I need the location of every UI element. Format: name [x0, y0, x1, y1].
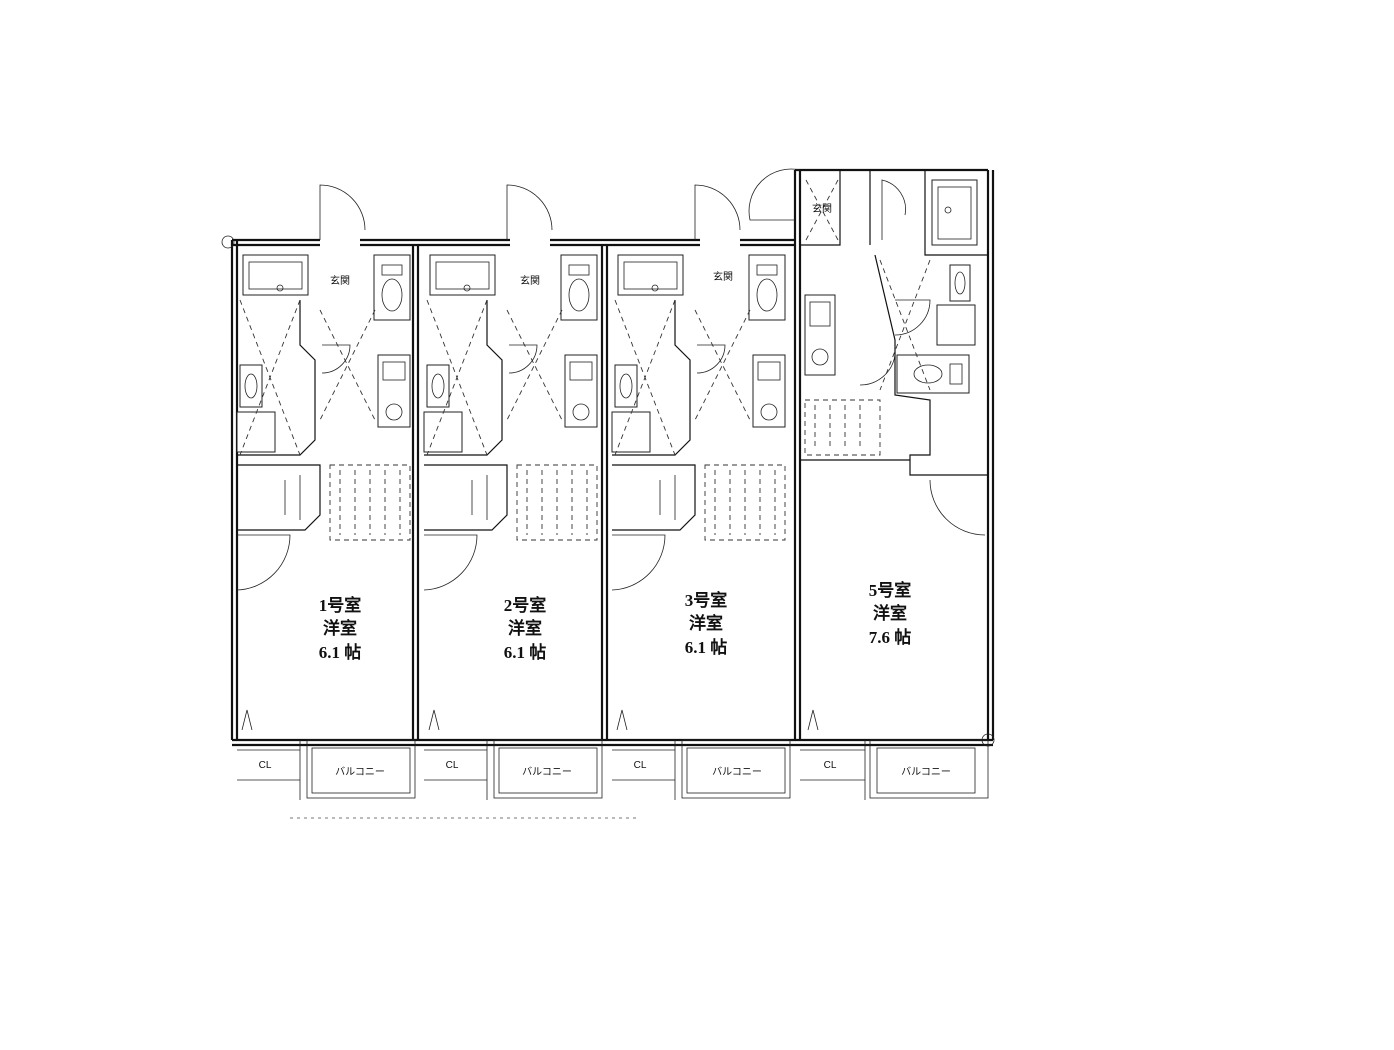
- room-number: 5号室: [869, 580, 912, 600]
- room-size: 6.1 帖: [685, 637, 728, 657]
- balcony-area: [876, 747, 976, 794]
- room-size: 6.1 帖: [504, 642, 547, 662]
- washer-icon: [423, 411, 463, 453]
- room-type: 洋室: [873, 603, 907, 623]
- unit-2-interior: [423, 184, 603, 800]
- room-type: 洋室: [323, 618, 357, 638]
- balcony-label: バルコニー: [335, 766, 385, 778]
- toilet-icon: [560, 254, 598, 321]
- room-label-unit-3: 3号室 洋室 6.1 帖: [685, 590, 728, 657]
- washbasin-icon: [239, 364, 263, 408]
- closet-label: CL: [824, 760, 837, 771]
- balcony-area: [686, 747, 786, 794]
- entrance-label: 玄関: [812, 202, 832, 215]
- washer-icon: [936, 304, 976, 346]
- washer-icon: [236, 411, 276, 453]
- entrance-label: 玄関: [330, 274, 350, 287]
- unit-1-interior: [236, 184, 416, 800]
- balcony-label: バルコニー: [901, 766, 951, 778]
- room-number: 3号室: [685, 590, 728, 610]
- room-number: 1号室: [319, 595, 362, 615]
- closet-label: CL: [634, 760, 647, 771]
- unit-5-interior: [748, 168, 989, 800]
- balcony-area: [311, 747, 411, 794]
- bathtub-icon: [931, 179, 978, 246]
- washbasin-icon: [614, 364, 638, 408]
- toilet-icon: [896, 354, 970, 394]
- closet-label: CL: [446, 760, 459, 771]
- kitchen-sink-icon: [804, 294, 836, 376]
- room-number: 2号室: [504, 595, 547, 615]
- toilet-icon: [373, 254, 411, 321]
- washbasin-icon: [426, 364, 450, 408]
- room-label-unit-2: 2号室 洋室 6.1 帖: [504, 595, 547, 662]
- room-type: 洋室: [689, 613, 723, 633]
- closet-label: CL: [259, 760, 272, 771]
- room-size: 7.6 帖: [869, 627, 912, 647]
- washbasin-icon: [949, 264, 971, 302]
- balcony-label: バルコニー: [522, 766, 572, 778]
- room-label-unit-5: 5号室 洋室 7.6 帖: [869, 580, 912, 647]
- washer-icon: [611, 411, 651, 453]
- balcony-label: バルコニー: [712, 766, 762, 778]
- entrance-label: 玄関: [713, 270, 733, 283]
- room-size: 6.1 帖: [319, 642, 362, 662]
- room-label-unit-1: 1号室 洋室 6.1 帖: [319, 595, 362, 662]
- balcony-area: [498, 747, 598, 794]
- unit-3-interior: [611, 184, 791, 800]
- toilet-icon: [748, 254, 786, 321]
- entrance-label: 玄関: [520, 274, 540, 287]
- room-type: 洋室: [508, 618, 542, 638]
